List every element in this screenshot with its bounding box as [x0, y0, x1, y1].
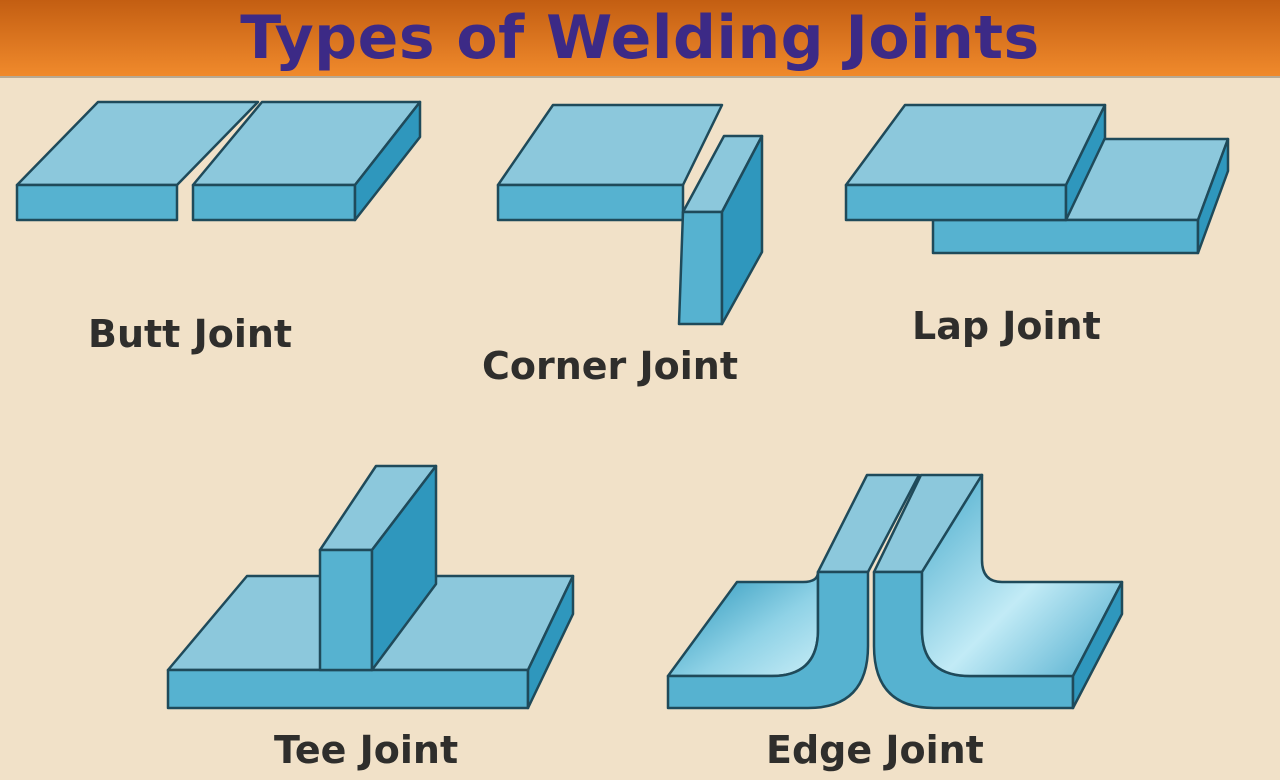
tee-joint-label: Tee Joint — [274, 728, 459, 772]
corner-joint-label: Corner Joint — [482, 344, 739, 388]
butt-joint-label: Butt Joint — [88, 312, 293, 356]
butt-joint-diagram — [15, 100, 422, 222]
tee-joint-diagram — [166, 464, 575, 710]
page-title: Types of Welding Joints — [240, 3, 1040, 73]
lap-joint-label: Lap Joint — [912, 304, 1101, 348]
edge-joint-diagram — [666, 473, 1124, 710]
corner-joint-diagram — [496, 103, 764, 326]
lap-joint-diagram — [844, 103, 1230, 255]
title-banner — [0, 0, 1280, 78]
edge-joint-label: Edge Joint — [766, 728, 984, 772]
